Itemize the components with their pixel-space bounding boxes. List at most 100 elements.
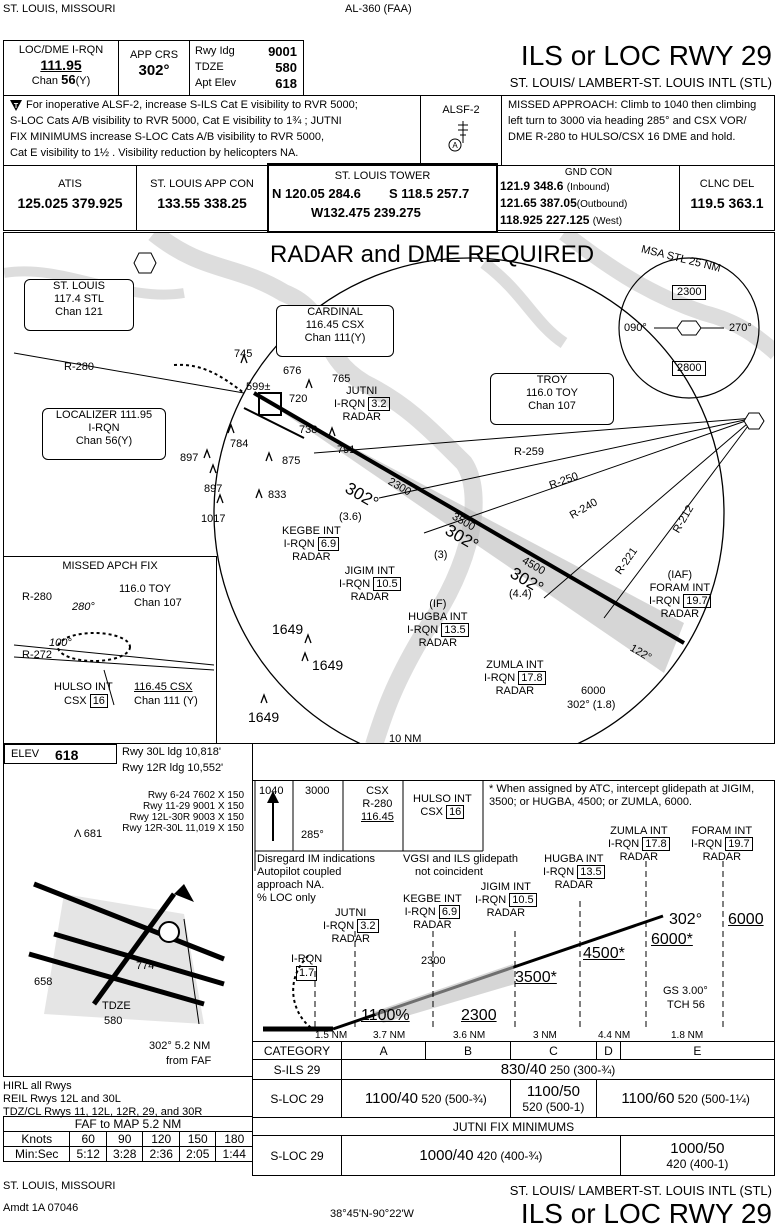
knots-cell: 150	[178, 1131, 217, 1147]
localizer-chan: Chan 56(Y)	[75, 435, 133, 447]
dist-4: 3 NM	[533, 1030, 557, 1041]
approach-con-box: ST. LOUIS APP CON 133.55 338.25	[136, 165, 268, 231]
ma-hdg: 285°	[301, 829, 324, 841]
ten-nm-ring	[213, 257, 725, 743]
loc-label: LOC/DME I-RQN	[18, 44, 104, 56]
ldg-12r: Rwy 12R ldg 10,552'	[122, 762, 224, 774]
ma-3000: 3000	[305, 785, 330, 797]
troy-name: TROY	[536, 374, 568, 386]
airport-diagram: ELEV 618 Rwy 30L ldg 10,818' Rwy 12R ldg…	[3, 743, 253, 1077]
seg-3: (3)	[434, 549, 448, 561]
mf-hulso: HULSO INT	[54, 681, 113, 693]
knots-cell: 90	[105, 1131, 144, 1147]
jutni-label: S-LOC 29	[252, 1135, 342, 1176]
elev-1017: 1017	[201, 513, 226, 525]
svg-text:A: A	[452, 141, 458, 150]
msa-vor-icon	[676, 320, 702, 336]
elev-1649b: 1649	[312, 657, 344, 673]
tch: TCH 56	[667, 999, 705, 1011]
elev-765: 765	[332, 373, 351, 385]
gnd-line-2: 121.65 387.05(Outbound)	[500, 196, 628, 210]
troy-freq: 116.0 TOY	[526, 387, 578, 399]
elev-599: 599±	[246, 381, 271, 393]
note-line-1: For inoperative ALSF-2, increase S-ILS C…	[26, 99, 358, 111]
runway-layout	[28, 881, 225, 1024]
radial-r280: R-280	[64, 361, 94, 373]
alt-6000: 6000	[728, 911, 764, 928]
time-cell: 5:12	[69, 1146, 107, 1162]
alsf-label: ALSF-2	[442, 104, 480, 116]
sils-label: S-ILS 29	[252, 1059, 342, 1080]
ma-1040: 1040	[259, 785, 284, 797]
time-cell: 2:05	[178, 1146, 217, 1162]
approach-light-icon: A	[448, 121, 468, 152]
localizer-antenna	[243, 407, 305, 439]
dist-5: 4.4 NM	[598, 1030, 631, 1041]
faf-note-1: 302° 5.2 NM	[149, 1040, 211, 1052]
atis-box: ATIS 125.025 379.925	[3, 165, 137, 231]
knots-cell: 120	[142, 1131, 180, 1147]
cardinal-chan: Chan 111(Y)	[304, 332, 366, 344]
elev-720: 720	[289, 393, 308, 405]
localizer-box: LOCALIZER 111.95 I-RQN Chan 56(Y)	[42, 408, 166, 460]
alt-2300-a: 2300	[421, 955, 446, 967]
river-4	[480, 258, 568, 348]
plan-view-map	[4, 233, 774, 743]
radar-note: RADAR and DME REQUIRED	[270, 241, 595, 268]
time-cell: 2:36	[142, 1146, 180, 1162]
elev-897a: 897	[180, 452, 199, 464]
dist-6: 1.8 NM	[671, 1030, 704, 1041]
elev-738: 738	[299, 424, 318, 436]
troy-radials	[313, 417, 755, 619]
elev-791: 791	[337, 444, 356, 456]
missed-fix-inset: MISSED APCH FIX R-280 116.0 TOY Chan 107…	[4, 556, 217, 743]
cardinal-name: CARDINAL	[307, 306, 363, 318]
msa-lower: 2800	[672, 361, 707, 376]
mf-hulso-csx: CSX 16	[64, 694, 108, 708]
app-con-freq: 133.55 338.25	[157, 195, 247, 211]
r280-line	[13, 352, 245, 394]
obstacle-658: 658	[34, 976, 53, 988]
footer-coords: 38°45'N-90°22'W	[330, 1208, 414, 1220]
missed-approach-box: MISSED APPROACH: Climb to 1040 then clim…	[501, 95, 775, 166]
tower-box: ST. LOUIS TOWER N 120.05 284.6 S 118.5 2…	[267, 163, 498, 233]
procedure-title: ILS or LOC RWY 29	[520, 40, 772, 71]
knots-cell: 180	[215, 1131, 253, 1147]
mf-r280: R-280	[22, 591, 52, 603]
missed-fix-title: MISSED APCH FIX	[62, 560, 158, 572]
gnd-line-1: 121.9 348.6 (Inbound)	[500, 179, 610, 193]
minsec-label: Min:Sec	[2, 1146, 71, 1162]
river-1	[148, 233, 483, 743]
troy-vor-box: TROY 116.0 TOY Chan 107	[490, 373, 614, 425]
alt-2300-b: 2300	[461, 1007, 497, 1024]
min-header: CATEGORY	[252, 1041, 342, 1060]
elev-833: 833	[268, 489, 287, 501]
atis-freq: 125.025 379.925	[17, 195, 123, 211]
clnc-freq: 119.5 363.1	[690, 195, 764, 211]
stl-vor-icon	[133, 252, 157, 274]
sloc-de: 1100/60 520 (500-1¼)	[596, 1079, 775, 1118]
sils-mins: 830/40 250 (300-¾)	[341, 1059, 775, 1080]
notes-box: T For inoperative ALSF-2, increase S-ILS…	[3, 95, 421, 166]
seg-6000: 6000	[581, 685, 606, 697]
obstacle-681: Λ 681	[74, 828, 103, 840]
tower-north: N 120.05 284.6	[272, 186, 361, 201]
header-location: ST. LOUIS, MISSOURI	[3, 3, 116, 15]
rwy-box: Rwy Idg 9001 TDZE 580 Apt Elev 618	[189, 40, 304, 96]
cardinal-vor-box: CARDINAL 116.45 CSX Chan 111(Y)	[276, 305, 394, 357]
light-note-3: TDZ/CL Rwys 11, 12L, 12R, 29, and 30R	[3, 1106, 203, 1118]
ldg-30l: Rwy 30L ldg 10,818'	[122, 746, 221, 758]
ground-box: GND CON 121.9 348.6 (Inbound) 121.65 387…	[497, 165, 680, 231]
note-line-3: FIX MINIMUMS increase S-LOC Cats A/B vis…	[10, 131, 324, 143]
elev-745: 745	[234, 348, 253, 360]
elev-676: 676	[283, 365, 302, 377]
